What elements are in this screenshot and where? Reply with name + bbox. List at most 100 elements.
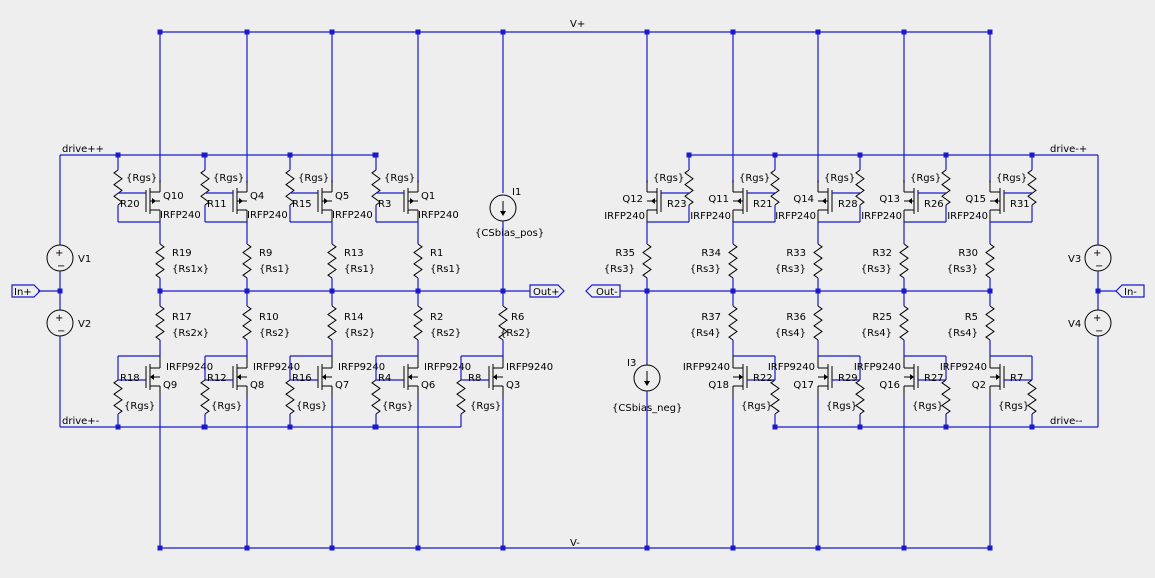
res-r37: R37 — [701, 312, 721, 323]
part-irfp9240: IRFP9240 — [940, 362, 987, 373]
res-r15: R15 — [292, 199, 312, 210]
vminus-label: V- — [570, 538, 580, 549]
res-value-r17: {Rs2x} — [172, 328, 209, 339]
fet-q3: Q3 — [506, 380, 520, 391]
res-value-r19: {Rs1x} — [172, 264, 209, 275]
source-v2: V2 — [78, 319, 91, 330]
part-irfp9240: IRFP9240 — [683, 362, 730, 373]
res-r4: R4 — [378, 373, 391, 384]
fet-q16: Q16 — [879, 380, 900, 391]
res-r31: R31 — [1010, 199, 1030, 210]
res-r9: R9 — [259, 248, 272, 259]
res-r33: R33 — [786, 248, 806, 259]
res-r25: R25 — [872, 312, 892, 323]
res-value-r37: {Rs4} — [690, 328, 721, 339]
gate-value: {Rgs} — [741, 401, 772, 412]
port-in-minus-label: In- — [1124, 287, 1137, 298]
res-r8: R8 — [468, 373, 481, 384]
res-r3: R3 — [378, 199, 391, 210]
port-out-plus-label: Out+ — [533, 287, 560, 298]
fet-q11: Q11 — [708, 194, 729, 205]
port-in-minus — [1115, 284, 1145, 298]
gate-value: {Rgs} — [470, 401, 501, 412]
fet-q15: Q15 — [965, 194, 986, 205]
part-irfp240: IRFP240 — [332, 210, 373, 221]
minus-mark: − — [1095, 326, 1103, 337]
port-in-plus-label: In+ — [14, 287, 32, 298]
gate-value: {Rgs} — [296, 401, 327, 412]
minus-mark: − — [57, 326, 65, 337]
res-value-r1: {Rs1} — [430, 264, 461, 275]
plus-mark: + — [55, 313, 63, 324]
source-i3-value: {CSbias_neg} — [612, 403, 682, 414]
res-value-r25: {Rs4} — [861, 328, 892, 339]
source-v4: V4 — [1068, 319, 1081, 330]
res-r34: R34 — [701, 248, 721, 259]
fet-q17: Q17 — [793, 380, 814, 391]
part-irfp240: IRFP240 — [604, 211, 645, 222]
res-r10: R10 — [259, 312, 279, 323]
left-column-4: R1{Rs1}Q1IRFP240{Rgs}R3R2{Rs2}Q6IRFP9240… — [371, 29, 471, 551]
part-irfp9240: IRFP9240 — [854, 362, 901, 373]
part-irfp240: IRFP240 — [690, 211, 731, 222]
part-irfp240: IRFP240 — [247, 210, 288, 221]
gate-value: {Rgs} — [998, 401, 1029, 412]
left-column-1: R19{Rs1x}Q10IRFP240{Rgs}R20R17{Rs2x}Q9IR… — [113, 29, 213, 551]
minus-mark: − — [1095, 261, 1103, 272]
part-irfp9240: IRFP9240 — [253, 362, 300, 373]
res-r35: R35 — [615, 248, 635, 259]
part-irfp9240: IRFP9240 — [768, 362, 815, 373]
res-value-r2: {Rs2} — [430, 328, 461, 339]
res-r30: R30 — [958, 248, 978, 259]
source-v1: V1 — [78, 254, 91, 265]
gate-value: {Rgs} — [384, 173, 415, 184]
res-r1: R1 — [430, 248, 443, 259]
part-irfp9240: IRFP9240 — [424, 362, 471, 373]
source-v3: V3 — [1068, 254, 1081, 265]
net-drive-mm: drive-- — [1050, 416, 1083, 427]
res-r32: R32 — [872, 248, 892, 259]
res-value-r34: {Rs3} — [690, 264, 721, 275]
res-value-r6: {Rs2} — [500, 328, 531, 339]
gate-value: {Rgs} — [126, 173, 157, 184]
gate-value: {Rgs} — [910, 173, 941, 184]
res-value-r9: {Rs1} — [259, 264, 290, 275]
left-column-3: R13{Rs1}Q5IRFP240{Rgs}R15R14{Rs2}Q7IRFP9… — [285, 29, 385, 551]
port-out-minus — [585, 284, 621, 298]
res-r19: R19 — [172, 248, 192, 259]
part-irfp9240: IRFP9240 — [506, 362, 553, 373]
gate-value: {Rgs} — [826, 401, 857, 412]
res-r2: R2 — [430, 312, 443, 323]
fet-q4: Q4 — [250, 191, 264, 202]
fet-q1: Q1 — [421, 191, 435, 202]
gate-value: {Rgs} — [739, 173, 770, 184]
res-value-r13: {Rs1} — [344, 264, 375, 275]
net-drive-pm: drive+- — [62, 416, 100, 427]
res-r14: R14 — [344, 312, 364, 323]
res-r18: R18 — [120, 373, 140, 384]
gate-value: {Rgs} — [298, 173, 329, 184]
res-value-r14: {Rs2} — [344, 328, 375, 339]
res-r23: R23 — [667, 199, 687, 210]
fet-q5: Q5 — [335, 191, 349, 202]
gate-value: {Rgs} — [213, 173, 244, 184]
fet-q8: Q8 — [250, 380, 264, 391]
plus-mark: + — [1093, 313, 1101, 324]
port-out-plus — [529, 284, 565, 298]
res-r22: R22 — [753, 373, 773, 384]
gate-value: {Rgs} — [124, 401, 155, 412]
source-i3-branch: I3{CSbias_neg} — [612, 291, 682, 551]
res-value-r35: {Rs3} — [604, 264, 635, 275]
fet-q18: Q18 — [708, 380, 729, 391]
rail-wires: V+V- — [160, 19, 990, 549]
